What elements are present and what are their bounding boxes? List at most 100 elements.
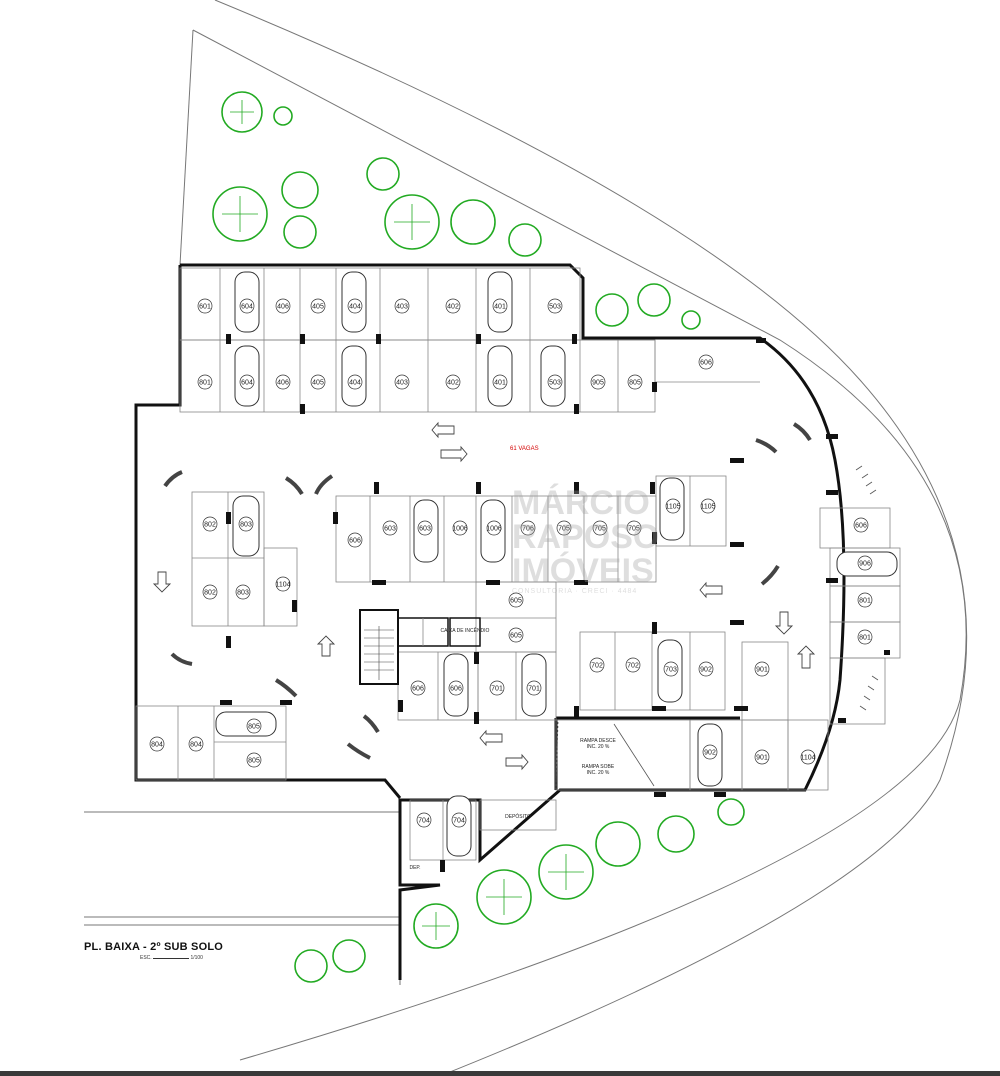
arrow-icon bbox=[170, 652, 193, 666]
watermark-line-1: MÁRCIO bbox=[512, 484, 650, 522]
stall-number-bubble bbox=[416, 812, 432, 828]
stall-number: 702 bbox=[627, 662, 639, 669]
stall-number-bubble bbox=[547, 298, 563, 314]
stall-number-bubble bbox=[275, 576, 291, 592]
stall-number-bubble bbox=[410, 680, 426, 696]
scale-value: 1/100 bbox=[190, 955, 203, 961]
stall-number-bubble bbox=[626, 520, 642, 536]
stall-number: 1105 bbox=[700, 503, 715, 510]
tree-icon bbox=[681, 310, 701, 330]
stall-number: 606 bbox=[700, 359, 712, 366]
stall-number: 606 bbox=[349, 537, 361, 544]
stall-number-bubble bbox=[754, 749, 770, 765]
stall-number-bubble bbox=[394, 298, 410, 314]
arrow-icon bbox=[163, 470, 183, 488]
stall-number: 606 bbox=[855, 522, 867, 529]
tree-icon bbox=[717, 798, 745, 826]
stall-number-bubble bbox=[589, 657, 605, 673]
plan-scale: ESC. 1/100 bbox=[140, 955, 203, 961]
stall-number-bubble bbox=[663, 661, 679, 677]
stall-number-bubble bbox=[275, 374, 291, 390]
stall-number-bubble bbox=[451, 812, 467, 828]
arrow-icon bbox=[362, 714, 380, 734]
stall-number-bubble bbox=[547, 374, 563, 390]
arrow-icon bbox=[346, 742, 371, 760]
watermark: MÁRCIO RAPOSO IMÓVEIS CONSULTORIA · CREC… bbox=[512, 486, 659, 596]
arrow-icon bbox=[440, 445, 468, 463]
stall-number: 1105 bbox=[665, 503, 680, 510]
stall-number: 405 bbox=[312, 303, 324, 310]
stall-number: 403 bbox=[396, 303, 408, 310]
stall-number: 705 bbox=[558, 525, 570, 532]
stall-number: 402 bbox=[447, 379, 459, 386]
stall-number: 406 bbox=[277, 379, 289, 386]
stall-number: 604 bbox=[241, 379, 253, 386]
stall-number-bubble bbox=[310, 374, 326, 390]
stall-number: 706 bbox=[522, 525, 534, 532]
stall-number-bubble bbox=[800, 749, 816, 765]
stall-number-bubble bbox=[853, 517, 869, 533]
stall-number-bubble bbox=[275, 298, 291, 314]
stall-number: 801 bbox=[859, 634, 871, 641]
ramp-descent-title: RAMPA DESCE bbox=[580, 738, 616, 744]
columns bbox=[220, 334, 890, 872]
stall-number: 804 bbox=[190, 741, 202, 748]
stall-number-bubble bbox=[445, 374, 461, 390]
stall-number: 701 bbox=[528, 685, 540, 692]
stall-number: 406 bbox=[277, 303, 289, 310]
stall-number-bubble bbox=[347, 298, 363, 314]
site-boundary bbox=[84, 0, 968, 1076]
watermark-subtitle: CONSULTORIA · CRECI · 4484 bbox=[512, 588, 638, 595]
stall-number-bubble bbox=[698, 661, 714, 677]
stall-number: 503 bbox=[549, 303, 561, 310]
stall-number-bubble bbox=[417, 520, 433, 536]
stall-number: 703 bbox=[665, 666, 677, 673]
stall-number-bubble bbox=[239, 298, 255, 314]
stall-number-bubble bbox=[486, 520, 502, 536]
stall-number: 404 bbox=[349, 379, 361, 386]
stall-number: 803 bbox=[240, 521, 252, 528]
stall-number-bubble bbox=[508, 627, 524, 643]
stall-number-bubble bbox=[492, 374, 508, 390]
fire-box-label: CAIXA DE INCÊNDIO bbox=[441, 626, 490, 634]
stall-number-bubble bbox=[625, 657, 641, 673]
stall-number-bubble bbox=[508, 592, 524, 608]
stall-number: 801 bbox=[859, 597, 871, 604]
arrow-icon bbox=[314, 474, 334, 495]
arrow-icon bbox=[505, 753, 529, 771]
tree-icon bbox=[657, 815, 695, 853]
stall-number-bubble bbox=[526, 680, 542, 696]
arrow-icon bbox=[431, 421, 455, 439]
tree-icon bbox=[281, 171, 319, 209]
stall-number: 901 bbox=[756, 754, 768, 761]
tree-icon bbox=[508, 223, 542, 257]
ramp-ascent-title: RAMPA SOBE bbox=[582, 764, 615, 770]
watermark-line-3: IMÓVEIS bbox=[512, 552, 654, 590]
stair-core bbox=[364, 626, 394, 680]
stall-number: 405 bbox=[312, 379, 324, 386]
arrow-icon bbox=[152, 571, 172, 593]
stall-number: 704 bbox=[453, 817, 465, 824]
dep-label: DEP. bbox=[409, 865, 420, 871]
stall-number: 603 bbox=[419, 525, 431, 532]
arrow-icon bbox=[796, 645, 816, 669]
stall-number-bubble bbox=[665, 498, 681, 514]
stall-number-bubble bbox=[239, 374, 255, 390]
stall-number: 902 bbox=[700, 666, 712, 673]
stall-number: 804 bbox=[151, 741, 163, 748]
stall-number: 803 bbox=[237, 589, 249, 596]
stall-number: 906 bbox=[859, 560, 871, 567]
stall-number: 901 bbox=[756, 666, 768, 673]
plan-title: PL. BAIXA - 2º SUB SOLO bbox=[84, 941, 224, 953]
stall-number: 802 bbox=[204, 589, 216, 596]
ramp-ascent-note: INC. 20 % bbox=[587, 770, 610, 776]
stall-number-bubble bbox=[857, 629, 873, 645]
stall-number-bubble bbox=[246, 718, 262, 734]
stall-number: 401 bbox=[494, 379, 506, 386]
stall-number-bubble bbox=[627, 374, 643, 390]
stall-number: 1006 bbox=[452, 525, 468, 532]
parking-count: 61 VAGAS bbox=[510, 446, 539, 452]
stall-number: 402 bbox=[447, 303, 459, 310]
tree-icon bbox=[637, 283, 671, 317]
